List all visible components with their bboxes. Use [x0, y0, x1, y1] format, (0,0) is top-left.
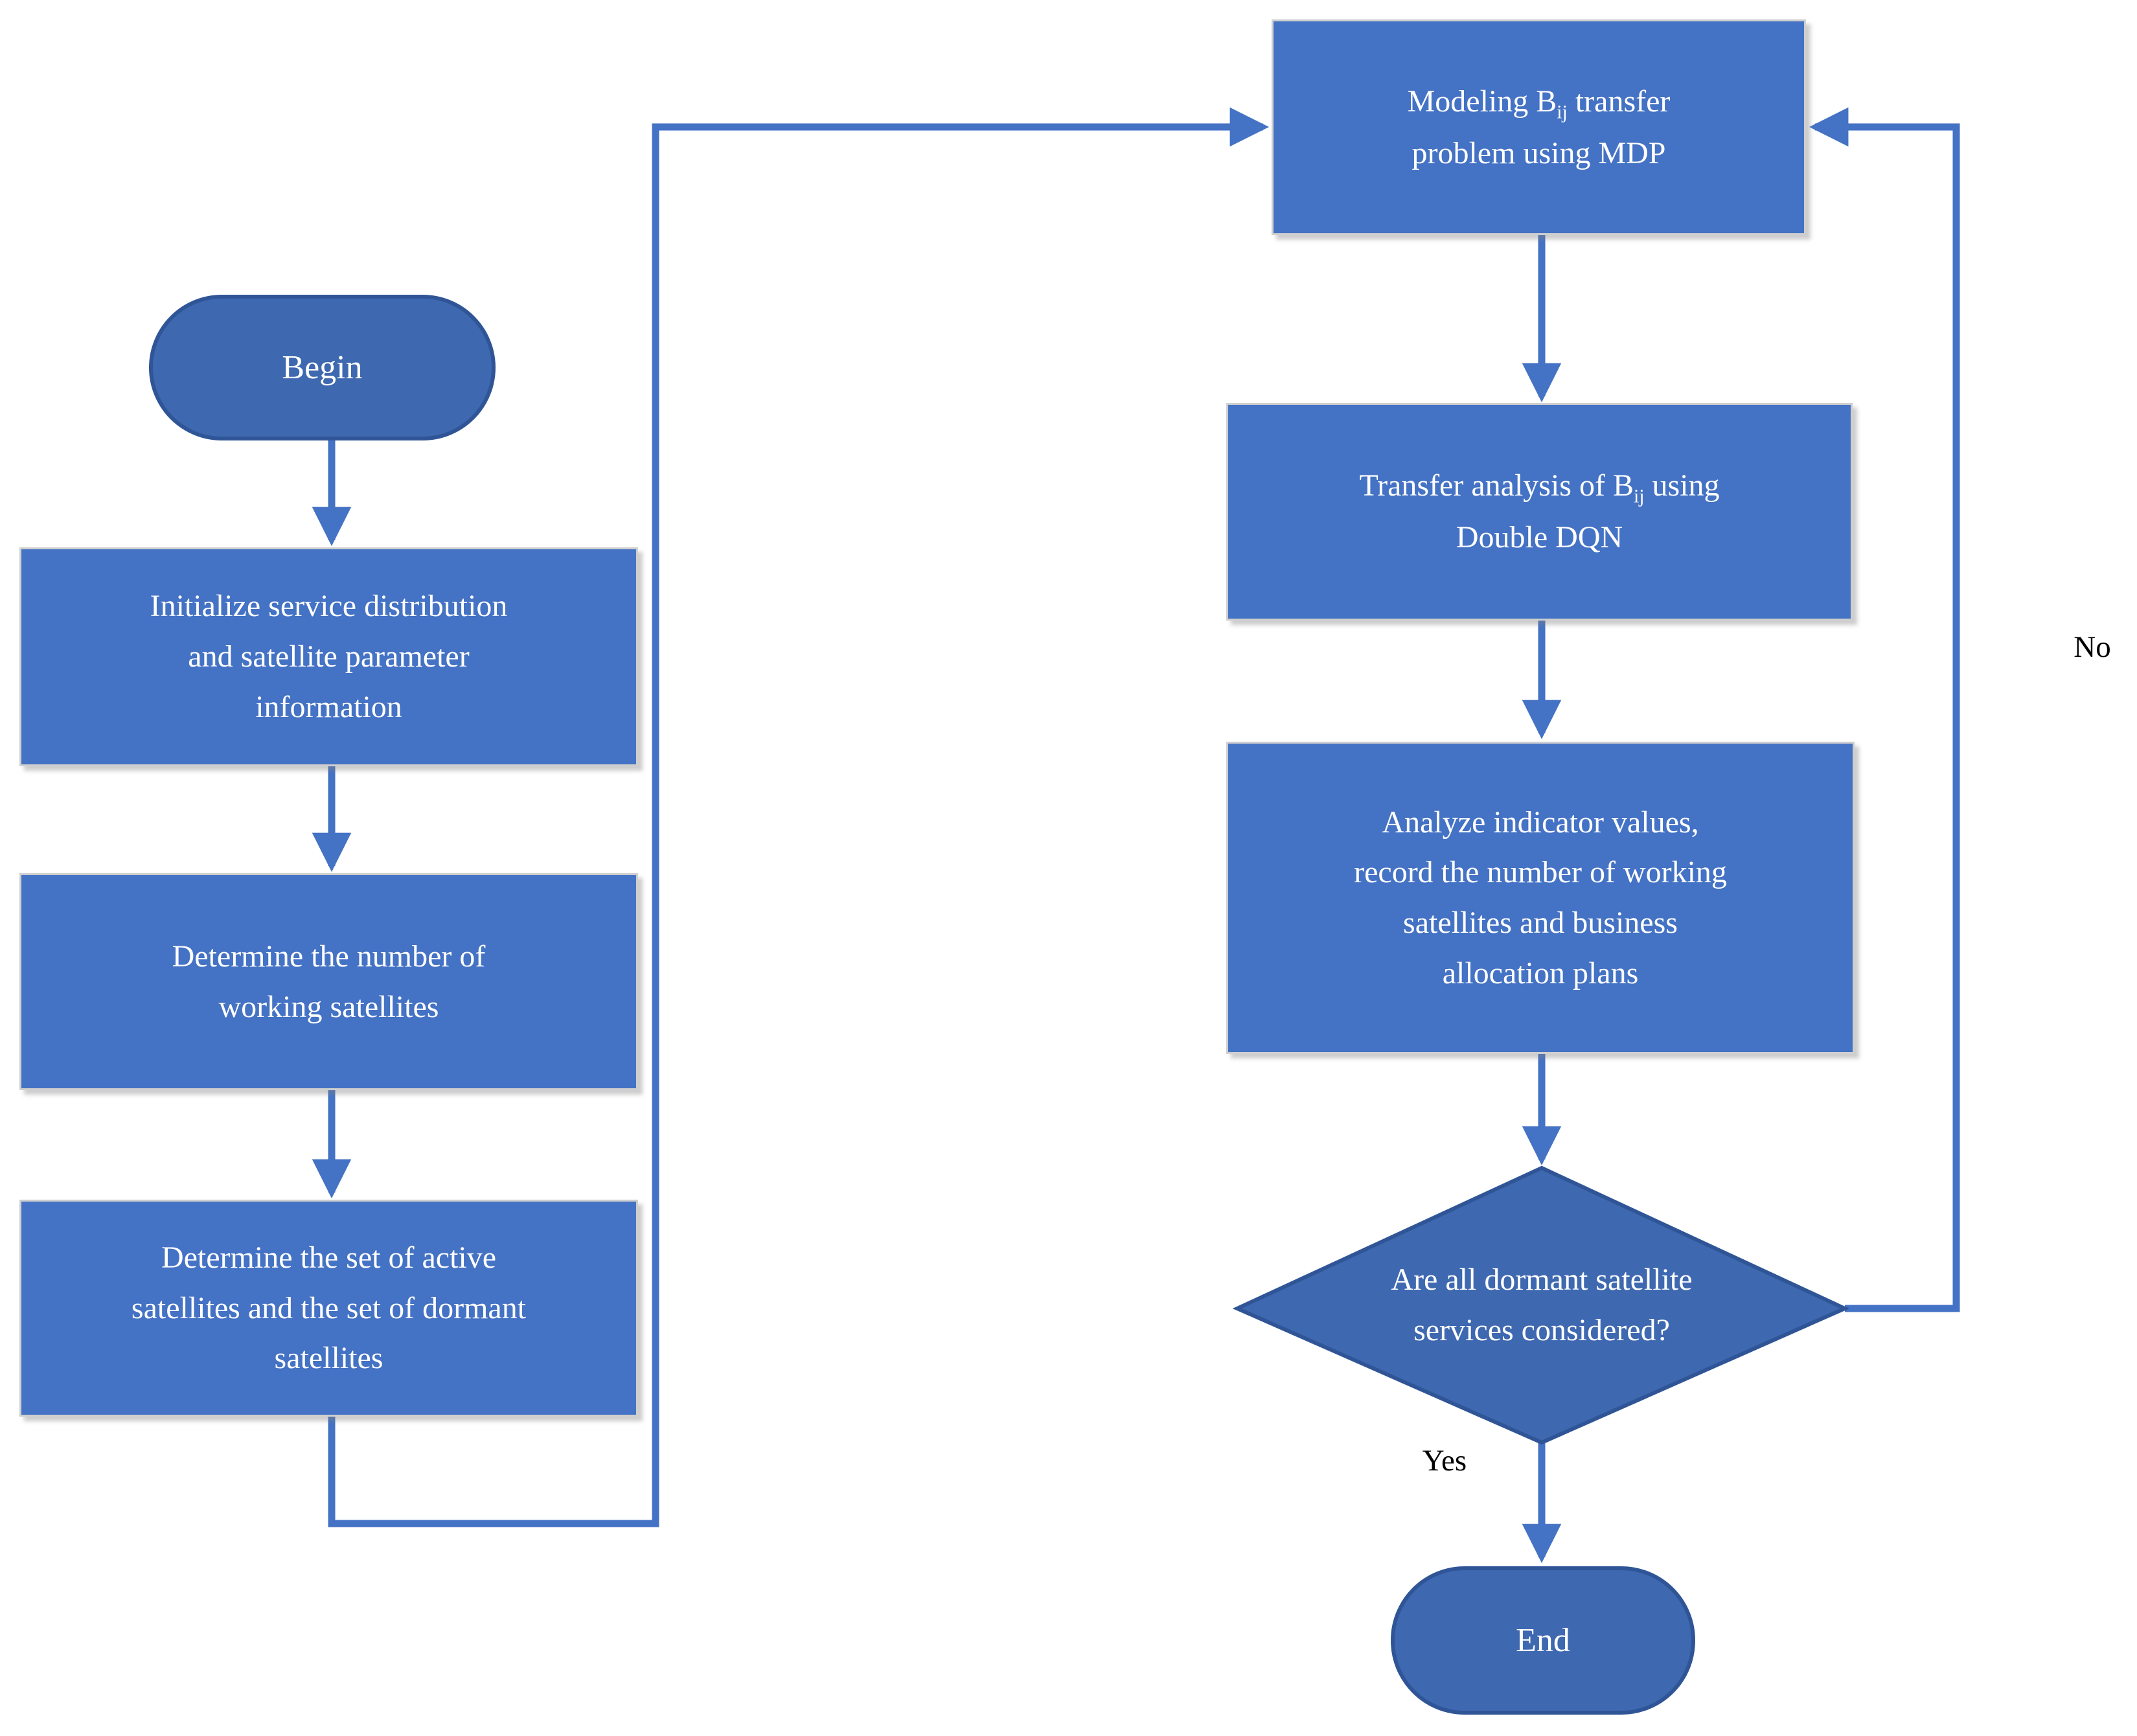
end-label: End [1516, 1622, 1570, 1659]
modeling-mdp-label: Modeling Bij transfer problem using MDP [1407, 84, 1671, 170]
satellite-sets-box: Determine the set of active satellites a… [19, 1200, 638, 1417]
subscript-ij: ij [1633, 485, 1645, 507]
no-edge-label: No [2074, 630, 2111, 664]
satellite-sets-label: Determine the set of active satellites a… [131, 1240, 527, 1376]
modeling-mdp-box: Modeling Bij transfer problem using MDP [1272, 19, 1806, 235]
begin-label: Begin [282, 349, 363, 386]
analyze-indicators-box: Analyze indicator values, record the num… [1226, 742, 1855, 1054]
transfer-analysis-label: Transfer analysis of Bij using Double DQ… [1359, 468, 1720, 555]
edge-sets-to-modeling [328, 107, 1270, 1527]
init-service-box: Initialize service distribution and sate… [19, 547, 638, 766]
working-satellites-box: Determine the number of working satellit… [19, 873, 638, 1090]
decision-diamond-label: Are all dormant satellite services consi… [1391, 1262, 1693, 1347]
analyze-indicators-label: Analyze indicator values, record the num… [1354, 805, 1727, 990]
begin-terminal: Begin [149, 295, 496, 440]
yes-edge-label: Yes [1422, 1444, 1467, 1478]
end-terminal: End [1391, 1566, 1695, 1715]
subscript-ij: ij [1557, 101, 1568, 123]
working-satellites-label: Determine the number of working satellit… [172, 939, 486, 1024]
edge-decision-no-to-modeling [1809, 107, 1960, 1312]
transfer-analysis-box: Transfer analysis of Bij using Double DQ… [1226, 403, 1853, 621]
init-service-label: Initialize service distribution and sate… [150, 589, 508, 724]
decision-diamond-shape [1232, 1165, 1850, 1445]
